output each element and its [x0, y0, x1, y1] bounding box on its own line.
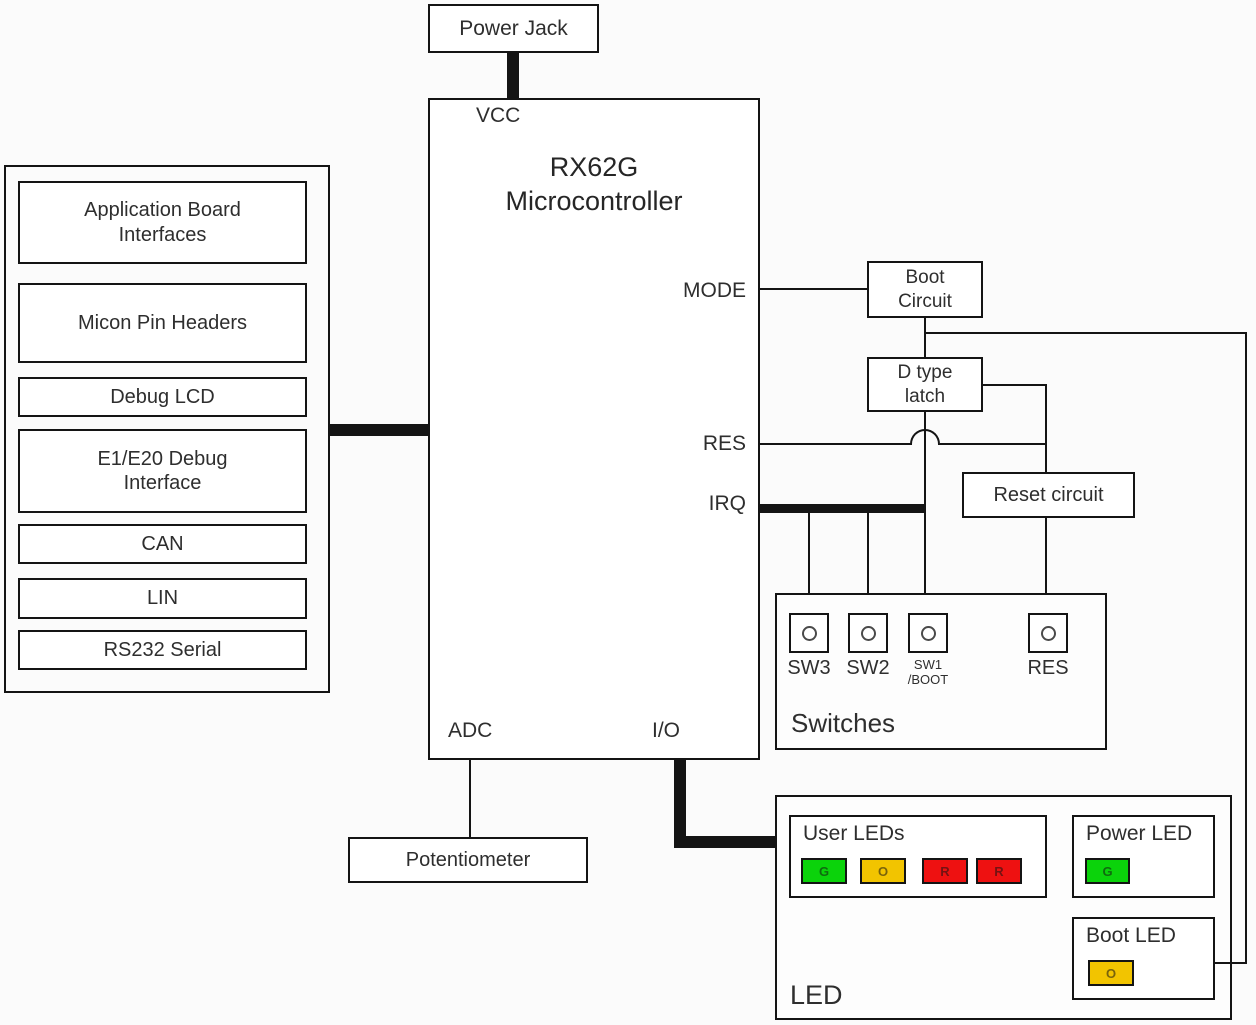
user-leds-box: User LEDs [789, 815, 1047, 898]
power-led-label: Power LED [1086, 822, 1193, 845]
irq-bus-wire [760, 504, 926, 513]
sw3-button [789, 613, 829, 653]
user-led-green: G [801, 858, 847, 884]
can-label: CAN [141, 532, 184, 555]
e1-e20-debug-line2: Interface [123, 472, 202, 494]
can-box: CAN [18, 524, 307, 564]
e1-e20-debug-line1: E1/E20 Debug [97, 447, 228, 470]
debug-lcd-box: Debug LCD [18, 377, 307, 417]
mode-wire [760, 288, 867, 290]
d-type-latch-line2: latch [904, 385, 946, 407]
reset-circuit-box: Reset circuit [962, 472, 1135, 518]
power-jack-box: Power Jack [428, 4, 599, 53]
boot-circuit-line2: Circuit [898, 290, 952, 312]
pin-label-mode: MODE [683, 279, 746, 302]
res-wire-left [760, 443, 911, 445]
vcc-power-wire [507, 53, 519, 98]
right-side-wire [1245, 332, 1247, 964]
d-type-latch-box: D type latch [867, 357, 983, 412]
e1-e20-debug-box: E1/E20 Debug Interface [18, 429, 307, 513]
app-board-interfaces-box: Application Board Interfaces [18, 181, 307, 264]
led-section-title: LED [790, 980, 843, 1010]
pin-label-res: RES [702, 432, 746, 455]
sw2-label: SW2 [846, 657, 890, 679]
sw1-boot-button [908, 613, 948, 653]
res-switch-label: RES [1027, 657, 1069, 679]
sw3-label: SW3 [787, 657, 831, 679]
res-button [1028, 613, 1068, 653]
sw2-button-icon [860, 625, 876, 641]
power-led-chip: G [1085, 858, 1130, 884]
boot-led-box: Boot LED [1072, 917, 1215, 1000]
user-leds-label: User LEDs [803, 822, 905, 845]
power-jack-label: Power Jack [459, 16, 568, 40]
boot-led-chip: O [1088, 960, 1134, 986]
latch-output-wire [983, 384, 1047, 386]
sw1-boot-button-icon [920, 625, 936, 641]
mcu-title: RX62G Microcontroller [428, 150, 760, 218]
micon-pin-headers-box: Micon Pin Headers [18, 283, 307, 363]
sw1-label-line1: SW1 [913, 657, 943, 672]
micon-pin-headers-label: Micon Pin Headers [78, 311, 247, 334]
res-button-icon [1040, 625, 1056, 641]
boot-branch-wire [924, 332, 1247, 334]
boot-circuit-line1: Boot [905, 267, 945, 289]
app-board-interfaces-line2: Interfaces [118, 223, 207, 246]
switches-section-title: Switches [791, 708, 896, 738]
boot-to-latch-wire [924, 318, 926, 357]
lin-box: LIN [18, 578, 307, 619]
mcu-box [428, 98, 760, 760]
pin-label-vcc: VCC [476, 104, 521, 127]
sw3-wire [808, 513, 810, 613]
peripheral-bus-wire [330, 424, 428, 436]
user-led-red2: R [976, 858, 1022, 884]
lin-label: LIN [146, 587, 179, 610]
pin-label-io: I/O [652, 719, 681, 742]
power-led-box: Power LED [1072, 815, 1215, 898]
potentiometer-box: Potentiometer [348, 837, 588, 883]
mcu-title-line1: RX62G [549, 152, 639, 182]
d-type-latch-line1: D type [897, 362, 953, 384]
boot-led-label: Boot LED [1086, 924, 1176, 947]
io-bus-horizontal-wire [674, 836, 791, 848]
sw2-button [848, 613, 888, 653]
adc-wire [469, 760, 471, 837]
potentiometer-label: Potentiometer [405, 848, 531, 871]
app-board-interfaces-line1: Application Board [84, 199, 241, 222]
rs232-serial-box: RS232 Serial [18, 630, 307, 670]
pin-label-adc: ADC [448, 719, 493, 742]
res-wire-hop [910, 429, 940, 445]
debug-lcd-label: Debug LCD [110, 385, 215, 408]
sw1-boot-label: SW1 /BOOT [893, 657, 963, 688]
sw3-button-icon [801, 625, 817, 641]
reset-to-res-switch-wire [1045, 518, 1047, 613]
sw1-label-line2: /BOOT [907, 671, 949, 687]
boot-led-wire [1213, 962, 1247, 964]
io-bus-vertical-wire [674, 760, 686, 848]
pin-label-irq: IRQ [708, 492, 746, 515]
res-wire-right [940, 443, 1047, 445]
mcu-title-line2: Microcontroller [505, 186, 683, 216]
reset-circuit-label: Reset circuit [993, 483, 1104, 506]
boot-circuit-box: Boot Circuit [867, 261, 983, 318]
rs232-serial-label: RS232 Serial [103, 638, 222, 661]
latch-to-reset-wire [1045, 384, 1047, 472]
sw2-wire [867, 513, 869, 613]
user-led-orange: O [860, 858, 906, 884]
user-led-red1: R [922, 858, 968, 884]
